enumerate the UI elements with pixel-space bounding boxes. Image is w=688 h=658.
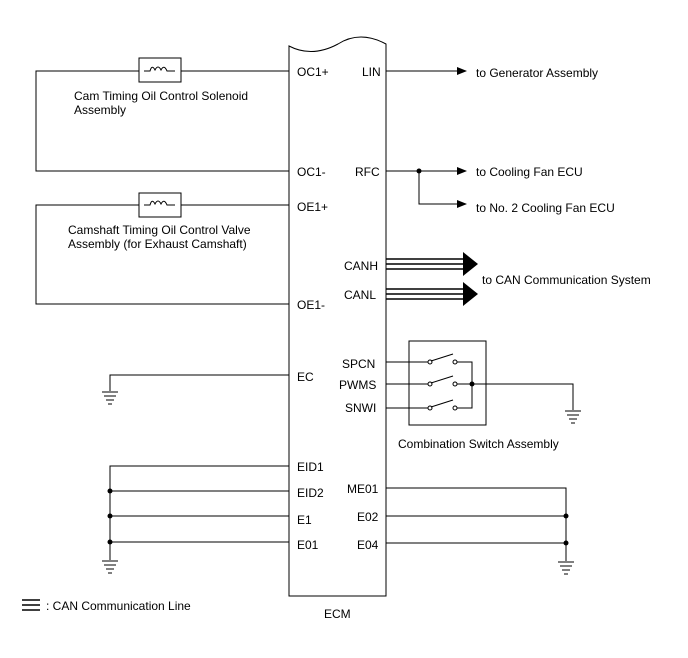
coil-icon [144,66,175,72]
pin-canh: CANH [344,259,378,273]
rfc-branch-wire [418,171,467,208]
ecm-label: ECM [324,607,351,621]
camshaft-valve-label-2: Assembly (for Exhaust Camshaft) [68,237,247,251]
valve-box [138,192,182,218]
cam-solenoid-label-1: Cam Timing Oil Control Solenoid [74,89,248,103]
pin-oe1-minus: OE1- [297,298,325,312]
junction-dot [107,488,113,494]
canh-line [386,252,478,276]
camshaft-valve-label-1: Camshaft Timing Oil Control Valve [68,223,251,237]
pin-e04: E04 [357,538,379,552]
pin-snwi: SNWI [345,401,376,415]
dest-cooling-fan-2: to No. 2 Cooling Fan ECU [476,201,615,215]
pin-e01: E01 [297,538,319,552]
switch-wires [386,361,428,409]
pin-me01: ME01 [347,482,379,496]
junction-dot [107,539,113,545]
pin-canl: CANL [344,288,376,302]
dest-generator: to Generator Assembly [476,66,598,80]
pin-ec: EC [297,370,314,384]
ground-icon [558,561,574,575]
right-ground-bus [386,487,567,561]
pin-eid2: EID2 [297,486,324,500]
pin-lin: LIN [362,65,381,79]
junction-dot [563,513,569,519]
pin-rfc: RFC [355,165,380,179]
legend-can-line: : CAN Communication Line [46,599,191,613]
junction-dot [563,540,569,546]
combination-switch-label: Combination Switch Assembly [398,437,559,451]
pin-eid1: EID1 [297,460,324,474]
dest-can-system: to CAN Communication System [482,273,651,287]
ec-wire [109,374,289,391]
pin-oe1-plus: OE1+ [297,200,328,214]
solenoid-wire [35,70,289,172]
canl-line [386,282,478,306]
pin-spcn: SPCN [342,357,375,371]
ecm-box [288,36,387,597]
ground-icon [565,410,581,424]
pin-oc1-minus: OC1- [297,165,326,179]
dest-cooling-fan: to Cooling Fan ECU [476,165,583,179]
pin-oc1-plus: OC1+ [297,65,329,79]
solenoid-box [138,57,182,83]
coil-icon [144,200,175,206]
cam-solenoid-label-2: Assembly [74,103,126,117]
valve-wire [35,204,289,305]
ground-icon [102,391,118,405]
pin-e02: E02 [357,510,379,524]
left-ground-bus [109,465,289,560]
pin-e1: E1 [297,513,312,527]
junction-dot [107,513,113,519]
junction-dot [469,381,475,387]
switch-icon [427,353,458,411]
ground-icon [102,560,118,574]
can-line-legend-icon [22,599,40,611]
combination-switch-box [408,340,487,426]
switch-common-wire [457,361,574,410]
pin-pwms: PWMS [339,378,376,392]
